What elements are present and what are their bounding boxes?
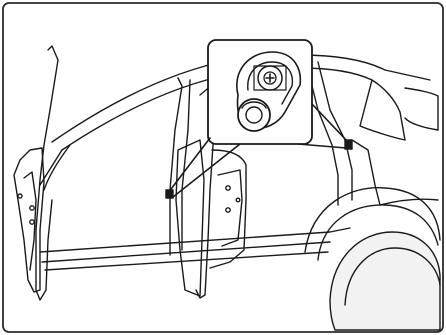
rear-window [360, 80, 405, 140]
leader-line-rear-2 [298, 144, 346, 148]
c-pillar [318, 62, 352, 200]
b-pillar [170, 78, 182, 255]
rear-body-side [352, 140, 438, 205]
rocker-panel-bottom [45, 252, 328, 270]
front-door-hinge-lower [18, 194, 22, 198]
front-door-hinge-bottom [30, 220, 34, 224]
front-door-edge [14, 148, 44, 292]
rocker-panel [40, 228, 350, 252]
childproof-lever-outer [238, 99, 270, 131]
rear-tire [330, 232, 440, 330]
rear-door-handle-point [236, 198, 240, 202]
rear-quarter [405, 88, 438, 130]
front-door-hinge-top [30, 206, 34, 210]
rocker-panel-lower [42, 242, 330, 262]
rear-door-hinge-bottom [226, 208, 230, 212]
rear-door-hinge-top [226, 186, 230, 190]
